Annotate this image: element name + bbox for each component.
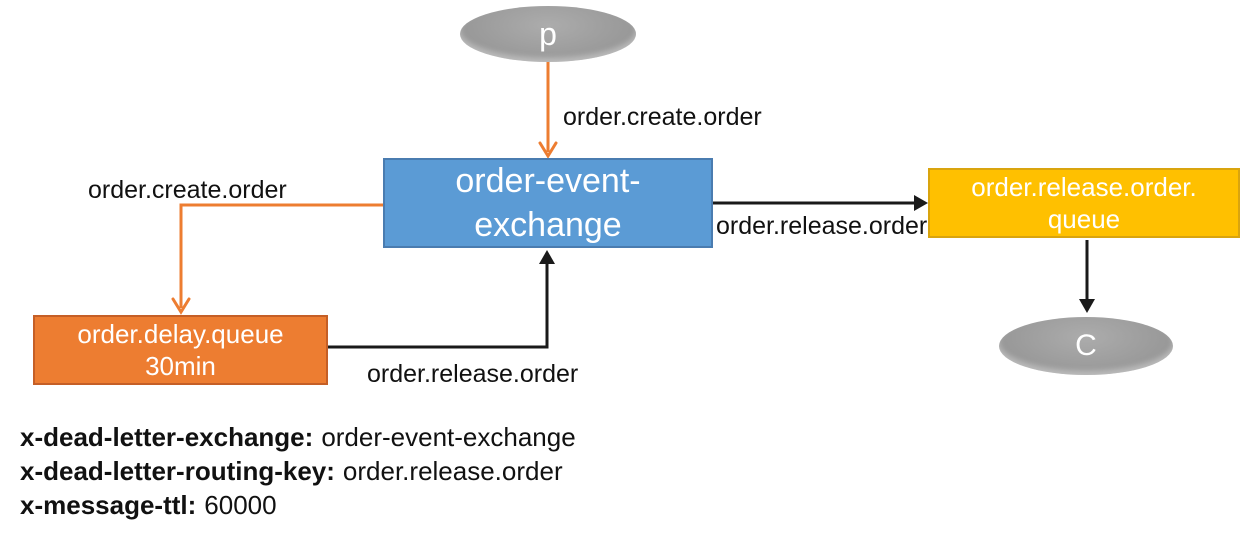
annotation-value: 60000 [204,490,277,520]
arrow-producer-to-exchange [538,60,558,159]
arrow-release-queue-to-consumer [1079,240,1095,313]
arrow-delay-queue-to-exchange [328,250,555,349]
release-queue-node: order.release.order. queue [928,168,1240,238]
arrow-exchange-to-delay-queue [171,203,383,315]
exchange-label-line2: exchange [474,206,622,244]
consumer-node: C [999,317,1173,375]
exchange-label-line1: order-event- [455,161,641,200]
annotation-key: x-dead-letter-routing-key: [20,456,335,486]
delay-queue-label-line2: 30min [145,351,216,381]
annotation-value: order.release.order [342,456,563,486]
arrow-exchange-to-release-queue [713,195,928,211]
annotation-dead-letter-routing-key: x-dead-letter-routing-key:order.release.… [20,454,576,488]
edge-label-exchange-to-release: order.release.order [716,212,928,240]
delay-queue-label-line1: order.delay.queue [77,318,284,349]
producer-label: p [539,15,557,52]
queue-arguments-block: x-dead-letter-exchange:order-event-excha… [20,420,576,522]
consumer-label: C [1075,329,1097,362]
annotation-value: order-event-exchange [321,422,576,452]
annotation-dead-letter-exchange: x-dead-letter-exchange:order-event-excha… [20,420,576,454]
edge-label-exchange-to-delay: order.create.order [88,176,287,204]
edge-label-delay-to-exchange: order.release.order [367,360,579,388]
release-queue-label-line1: order.release.order. [971,171,1197,202]
exchange-node: order-event- exchange [383,158,713,248]
delay-queue-node: order.delay.queue 30min [33,315,328,385]
release-queue-label-line2: queue [1047,204,1121,234]
annotation-message-ttl: x-message-ttl:60000 [20,488,576,522]
annotation-key: x-dead-letter-exchange: [20,422,314,452]
producer-node: p [460,6,636,62]
annotation-key: x-message-ttl: [20,490,197,520]
edge-label-producer-to-exchange: order.create.order [563,103,762,131]
